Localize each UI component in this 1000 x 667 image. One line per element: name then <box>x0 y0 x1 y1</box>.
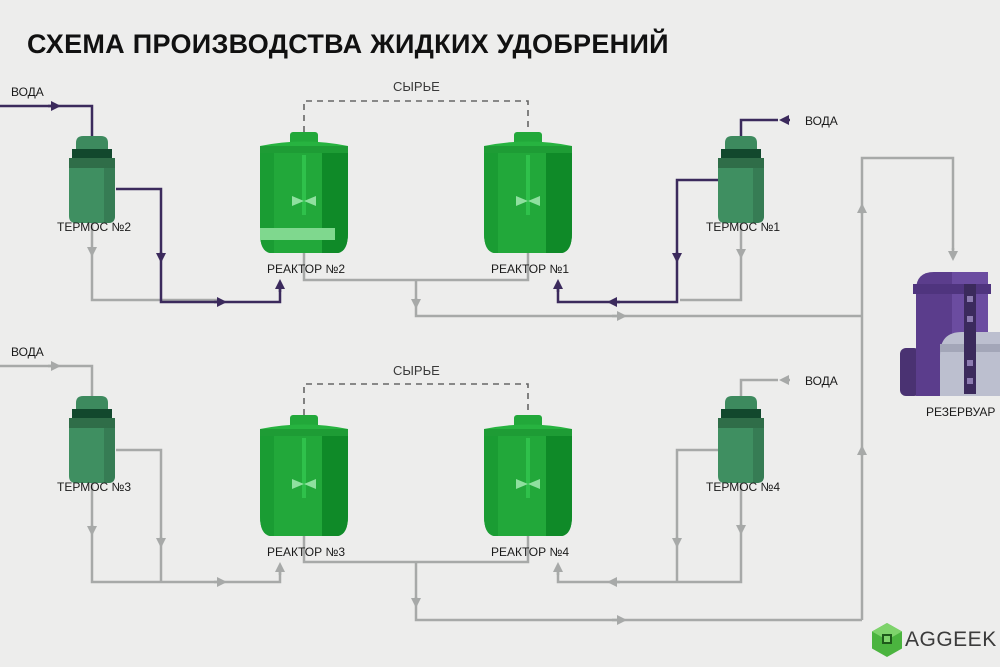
reservoir-label: РЕЗЕРВУАР <box>926 405 996 419</box>
reactor-2-label: РЕАКТОР №2 <box>267 262 346 276</box>
aggeek-logo-text: AGGEEK <box>905 628 997 651</box>
bottom-grey-pipes <box>0 361 862 625</box>
top-grey-pipes <box>87 212 862 321</box>
raw-material-label-top: СЫРЬЕ <box>393 79 440 94</box>
reservoir-icon <box>900 272 1000 396</box>
thermos-4-icon <box>718 396 764 483</box>
page-title: СХЕМА ПРОИЗВОДСТВА ЖИДКИХ УДОБРЕНИЙ <box>27 29 669 59</box>
reactor-1-label: РЕАКТОР №1 <box>491 262 570 276</box>
thermos-1-icon <box>718 136 764 223</box>
collector-pipes <box>857 156 958 620</box>
reactor-4-icon <box>484 415 572 536</box>
top-active-pipes <box>0 101 790 307</box>
thermos-2-label: ТЕРМОС №2 <box>57 220 132 234</box>
reactor-4-label: РЕАКТОР №4 <box>491 545 570 559</box>
thermos-3-icon <box>69 396 115 483</box>
thermos-4-label: ТЕРМОС №4 <box>706 480 781 494</box>
water-label-3: ВОДА <box>11 345 44 359</box>
raw-material-line-bottom <box>303 383 529 415</box>
thermos-3-label: ТЕРМОС №3 <box>57 480 132 494</box>
reactor-3-label: РЕАКТОР №3 <box>267 545 346 559</box>
reactor-2-level-band <box>260 228 335 240</box>
aggeek-logo-icon <box>872 623 902 657</box>
thermos-1-label: ТЕРМОС №1 <box>706 220 781 234</box>
raw-material-label-bottom: СЫРЬЕ <box>393 363 440 378</box>
raw-material-line-top <box>303 100 529 132</box>
reactor-3-icon <box>260 415 348 536</box>
thermos-2-icon <box>69 136 115 223</box>
water-label-4: ВОДА <box>805 374 838 388</box>
water-label-1: ВОДА <box>11 85 44 99</box>
water-label-2: ВОДА <box>805 114 838 128</box>
reactor-1-icon <box>484 132 572 253</box>
